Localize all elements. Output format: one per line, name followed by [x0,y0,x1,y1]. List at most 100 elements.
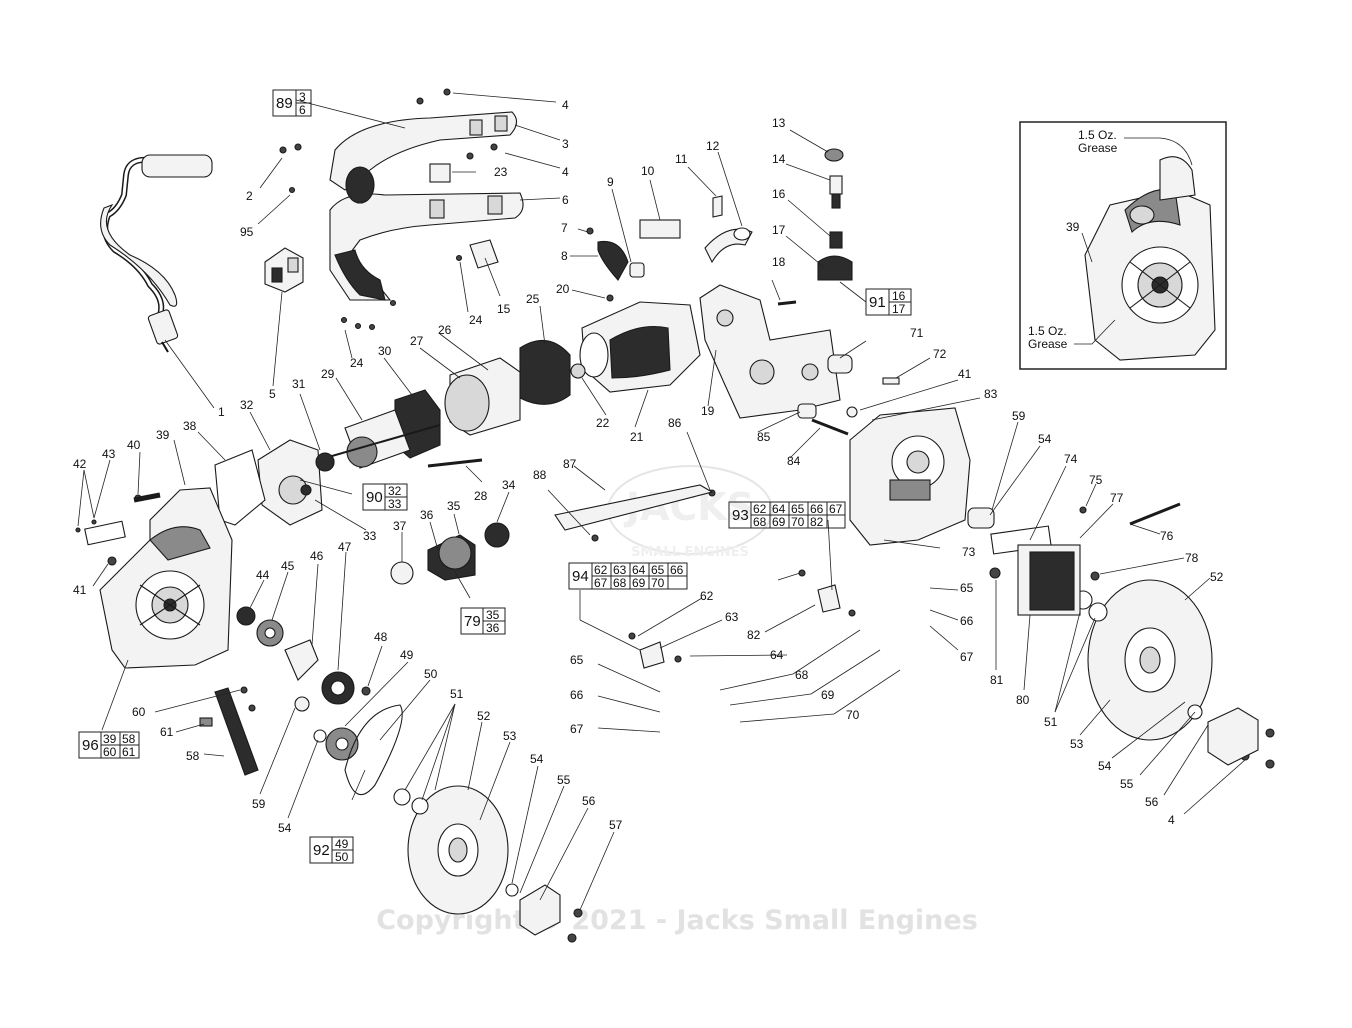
callout-50: 50 [424,667,438,681]
inset-grease-top-line1: 1.5 Oz. [1078,128,1117,142]
kit-91-part-1: 17 [892,302,906,316]
part-43 [84,520,126,546]
callout-9: 9 [607,175,614,189]
callout-24b: 24 [350,356,364,370]
callout-84: 84 [787,454,801,468]
kit-79-part-1: 36 [486,621,500,635]
callout-59b: 59 [1012,409,1026,423]
callout-52: 52 [477,709,491,723]
callout-71: 71 [910,326,924,340]
callout-70: 70 [846,708,860,722]
callout-10: 10 [641,164,655,178]
inset-callout-39: 39 [1066,220,1080,234]
callout-64: 64 [770,648,784,662]
callout-7: 7 [561,221,568,235]
callout-65: 65 [570,653,584,667]
callout-67: 67 [570,722,584,736]
kit-91: 91 16 17 [865,288,912,316]
callout-31: 31 [292,377,306,391]
callout-78: 78 [1185,551,1199,565]
kit-90-id: 90 [366,489,383,506]
callout-32: 32 [240,398,254,412]
kit-92: 92 49 50 [309,836,354,864]
part-handle [329,111,524,301]
kit-93-part-1: 64 [772,502,786,516]
kit-96-part-3: 61 [122,745,136,759]
callout-4c: 4 [1168,813,1175,827]
callout-55: 55 [557,773,571,787]
callout-33: 33 [363,529,377,543]
kit-93-part-8: 82 [810,515,824,529]
part-15 [469,239,499,269]
kit-96-part-1: 58 [122,732,136,746]
callout-51b: 51 [1044,715,1058,729]
callout-1: 1 [218,405,225,419]
kit-94: 94 62 63 64 65 66 67 68 69 70 [568,562,688,590]
callout-80: 80 [1016,693,1030,707]
callout-labels: 1 2 3 4 4 4 5 6 7 8 9 10 11 12 13 14 15 … [73,98,1224,835]
inset-grease-bottom-line1: 1.5 Oz. [1028,324,1067,338]
part-shapes [75,88,1275,943]
part-motor-housing [579,301,701,393]
wheel-left [393,785,561,936]
callout-51: 51 [450,687,464,701]
part-58 [214,687,259,776]
callout-30: 30 [378,344,392,358]
callout-44: 44 [256,568,270,582]
callout-36: 36 [420,508,434,522]
callout-48: 48 [374,630,388,644]
callout-42: 42 [73,457,87,471]
callout-95: 95 [240,225,254,239]
part-87 [554,484,714,531]
kit-93-part-6: 69 [772,515,786,529]
callout-85: 85 [757,430,771,444]
kit-94-part-7: 69 [632,576,646,590]
kit-90-part-1: 33 [388,497,402,511]
callout-60: 60 [132,705,146,719]
callout-65b: 65 [960,581,974,595]
kit-92-part-0: 49 [335,837,349,851]
part-39-gear-housing [99,487,233,669]
callout-66: 66 [570,688,584,702]
callout-18: 18 [772,255,786,269]
kit-91-part-0: 16 [892,289,906,303]
callout-41b: 41 [958,367,972,381]
kit-94-part-5: 67 [594,576,608,590]
inset-grease-top-line2: Grease [1078,141,1118,155]
callout-29: 29 [321,367,335,381]
callout-55b: 55 [1120,777,1134,791]
inset-grease-bottom-line2: Grease [1028,337,1068,351]
callout-41: 41 [73,583,87,597]
callout-37: 37 [393,519,407,533]
callout-21: 21 [630,430,644,444]
callout-14: 14 [772,152,786,166]
leader-lines [77,92,1246,911]
callout-39: 39 [156,428,170,442]
callout-83: 83 [984,387,998,401]
callout-11: 11 [675,152,688,166]
part-22 [570,363,586,379]
callout-54d: 54 [1098,759,1112,773]
kit-94-part-6: 68 [613,576,627,590]
part-76 [1129,502,1181,526]
kit-79: 79 35 36 [460,607,506,635]
callout-54c: 54 [1038,432,1052,446]
kit-93-part-3: 66 [810,502,824,516]
callout-25: 25 [526,292,540,306]
part-61 [199,717,213,727]
kit-90-part-0: 32 [388,484,402,498]
callout-68: 68 [795,668,809,682]
callout-15: 15 [497,302,511,316]
callout-35: 35 [447,499,461,513]
kit-89-part-1: 6 [299,103,306,117]
part-50-belt [344,704,403,796]
callout-63: 63 [725,610,739,624]
callout-45: 45 [281,559,295,573]
callout-54b: 54 [278,821,292,835]
wheel-right [1073,579,1259,766]
part-63 [639,641,665,669]
part-cord [100,154,213,353]
callout-22: 22 [596,416,610,430]
kit-94-part-3: 65 [651,563,665,577]
